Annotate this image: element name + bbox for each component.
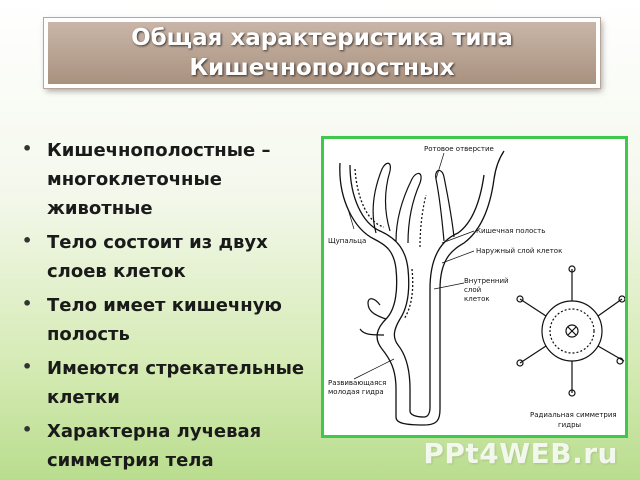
label-tentacles: Щупальца	[328, 237, 366, 245]
bullet-item: • Имеются стрекательные клетки	[22, 354, 318, 412]
bullet-text: клетки	[47, 387, 120, 408]
bullet-text: Кишечнополостные –	[47, 140, 270, 161]
title-box: Общая характеристика типа Кишечнополостн…	[44, 18, 600, 88]
label-outer-layer: Наружный слой клеток	[476, 247, 562, 255]
title-line-2: Кишечнополостных	[189, 55, 454, 81]
bullet-item: • Тело состоит из двух слоев клеток	[22, 228, 318, 286]
bullet-text: Характерна лучевая	[47, 421, 261, 442]
label-young-hydra: Развивающаяся	[328, 379, 386, 387]
label-inner-layer: клеток	[464, 295, 490, 303]
bullet-text: симметрия тела	[47, 450, 214, 471]
bullet-text: многоклеточные	[47, 169, 222, 190]
bullet-dot-icon: •	[22, 415, 32, 444]
title-line-1: Общая характеристика типа	[131, 25, 513, 51]
bullet-item: • Кишечнополостные – многоклеточные живо…	[22, 136, 318, 223]
radial-symmetry-diagram	[517, 266, 625, 396]
slide-title: Общая характеристика типа Кишечнополостн…	[131, 23, 513, 83]
hydra-figure: Ротовое отверстие Кишечная полость Наруж…	[321, 136, 628, 438]
tentacles	[373, 163, 454, 247]
bullet-item: • Тело имеет кишечную полость	[22, 291, 318, 349]
label-young-hydra: молодая гидра	[328, 388, 384, 396]
label-cavity: Кишечная полость	[476, 227, 545, 235]
bullet-text: Имеются стрекательные	[47, 358, 304, 379]
bullet-text: полость	[47, 324, 130, 345]
bullet-text: Тело состоит из двух	[47, 232, 268, 253]
young-hydra-bud	[360, 299, 386, 335]
bullet-item: • Характерна лучевая симметрия тела	[22, 417, 318, 475]
hydra-diagram: Ротовое отверстие Кишечная полость Наруж…	[324, 139, 625, 435]
bullet-text: слоев клеток	[47, 261, 186, 282]
bullet-text: животные	[47, 198, 153, 219]
bullet-dot-icon: •	[22, 289, 32, 318]
bullet-dot-icon: •	[22, 134, 32, 163]
bullet-dot-icon: •	[22, 226, 32, 255]
leader-lines	[348, 153, 474, 379]
label-radial-symmetry: Радиальная симметрия	[530, 411, 617, 419]
bullet-dot-icon: •	[22, 352, 32, 381]
bullet-text: Тело имеет кишечную	[47, 295, 282, 316]
watermark-logo: PPt4WEB.ru	[423, 437, 618, 470]
label-inner-layer: Внутренний	[464, 277, 509, 285]
label-radial-symmetry: гидры	[558, 421, 581, 429]
label-mouth: Ротовое отверстие	[424, 145, 494, 153]
bullet-list: • Кишечнополостные – многоклеточные живо…	[22, 136, 318, 480]
label-inner-layer: слой	[464, 286, 481, 294]
